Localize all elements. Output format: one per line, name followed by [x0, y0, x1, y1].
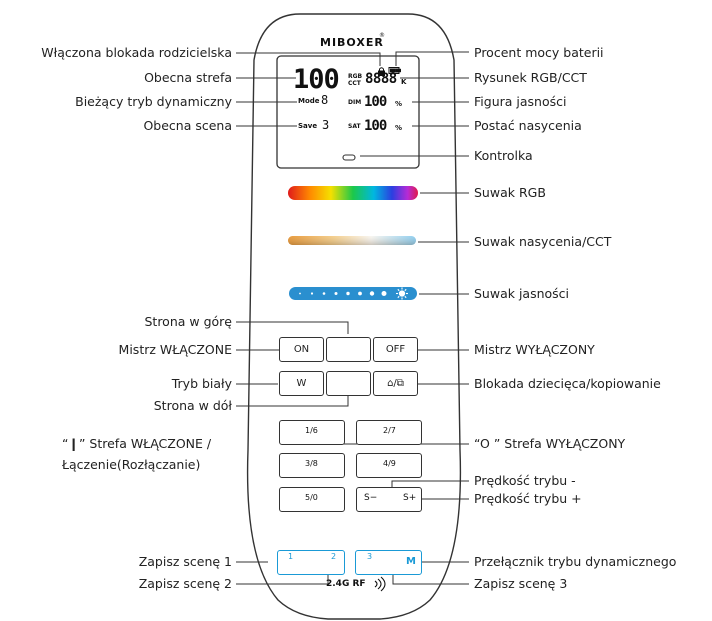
leader-lines	[236, 51, 469, 585]
label-brightness-figure: Figura jasności	[474, 94, 567, 109]
label-rgb-slider: Suwak RGB	[474, 185, 546, 200]
label-zone-off: “O ” Strefa WYŁĄCZONY	[474, 436, 626, 451]
save-scene-1-2-button[interactable]	[277, 550, 345, 575]
rf-signal-icon	[374, 576, 386, 592]
label-battery-percent: Procent mocy baterii	[474, 45, 604, 60]
zone-2-7-button[interactable]	[356, 420, 422, 445]
lcd-cct-label: CCT	[348, 80, 361, 87]
save-3-label: 3	[367, 552, 373, 561]
page-up-button[interactable]	[326, 337, 371, 362]
speed-plus-label: S+	[403, 493, 417, 503]
padlock-icon	[378, 67, 385, 76]
lcd-window	[276, 55, 420, 169]
lcd-zone-number: 100	[293, 64, 340, 95]
label-master-off: Mistrz WYŁĄCZONY	[474, 342, 595, 357]
save-2-label: 2	[331, 552, 337, 561]
lcd-sat-unit: %	[395, 124, 403, 132]
brand-logo: MIBOXER	[320, 36, 384, 49]
lcd-save-value: 3	[322, 118, 330, 132]
zone-1-6-button[interactable]	[279, 420, 345, 445]
zone-5-0-button[interactable]	[279, 487, 345, 512]
label-saturation-figure: Postać nasycenia	[474, 118, 582, 133]
label-white-mode: Tryb biały	[171, 376, 232, 391]
footer-rf-label: 2.4G RF	[326, 579, 366, 589]
indicator-led	[342, 154, 356, 161]
zone-2-7-label: 2/7	[383, 426, 396, 435]
lcd-mode-value: 8	[321, 93, 329, 107]
brightness-slider[interactable]	[289, 287, 417, 300]
label-page-down: Strona w dół	[153, 398, 232, 413]
zone-3-8-label: 3/8	[305, 459, 318, 468]
registered-mark: ®	[379, 32, 385, 39]
lcd-save-label: Save	[298, 122, 318, 130]
child-lock-copy-button[interactable]: ⌂/⧉	[373, 371, 418, 396]
label-save-scene-3: Zapisz scenę 3	[474, 576, 568, 591]
brightness-dots	[299, 291, 387, 296]
lcd-sat-value: 100	[364, 118, 387, 134]
label-zone-on-line2: Łączenie(Rozłączanie)	[62, 457, 201, 472]
page-down-button[interactable]	[326, 371, 371, 396]
label-sat-cct-slider: Suwak nasycenia/CCT	[474, 234, 612, 249]
master-off-button[interactable]: OFF	[373, 337, 418, 362]
label-current-zone: Obecna strefa	[144, 70, 232, 85]
label-indicator: Kontrolka	[474, 148, 533, 163]
label-master-on: Mistrz WŁĄCZONE	[118, 342, 232, 357]
lcd-mode-label: Mode	[298, 97, 320, 105]
lcd-dim-label: DIM	[348, 99, 362, 106]
save-scene-3-mode-button[interactable]	[355, 550, 422, 575]
master-on-button[interactable]: ON	[279, 337, 324, 362]
white-mode-button[interactable]: W	[279, 371, 324, 396]
label-save-scene-2: Zapisz scenę 2	[138, 576, 232, 591]
lcd-rgb-label: RGB	[348, 73, 363, 80]
remote-outline	[246, 13, 462, 620]
label-current-scene: Obecna scena	[143, 118, 232, 133]
zone-4-9-label: 4/9	[383, 459, 396, 468]
speed-minus-label: S−	[364, 493, 378, 503]
label-zone-on-line1: “❙” Strefa WŁĄCZONE /	[62, 436, 212, 451]
zone-5-0-label: 5/0	[305, 493, 318, 502]
label-dynamic-mode-switch: Przełącznik trybu dynamicznego	[474, 554, 677, 569]
sat-cct-slider-shade	[288, 236, 416, 245]
speed-button[interactable]	[356, 487, 422, 512]
lcd-sat-label: SAT	[348, 123, 361, 130]
label-rgbcct-figure: Rysunek RGB/CCT	[474, 70, 587, 85]
battery-icon	[388, 67, 401, 74]
mode-label: M	[406, 556, 416, 567]
rgb-slider[interactable]	[288, 186, 418, 200]
label-brightness-slider: Suwak jasności	[474, 286, 570, 301]
lcd-dim-value: 100	[364, 94, 387, 110]
lcd-rgbcct-value: 8888	[365, 71, 397, 87]
label-speed-plus: Prędkość trybu +	[474, 491, 582, 506]
label-parental-lock: Włączona blokada rodzicielska	[41, 45, 232, 60]
label-save-scene-1: Zapisz scenę 1	[138, 554, 232, 569]
label-child-lock-copy: Blokada dziecięca/kopiowanie	[474, 376, 661, 391]
lcd-dim-unit: %	[395, 100, 403, 108]
zone-3-8-button[interactable]	[279, 453, 345, 478]
zone-1-6-label: 1/6	[305, 426, 318, 435]
lcd-rgbcct-unit: K	[401, 78, 407, 86]
label-page-up: Strona w górę	[144, 314, 232, 329]
label-speed-minus: Prędkość trybu -	[474, 473, 576, 488]
label-current-dynamic-mode: Bieżący tryb dynamiczny	[75, 94, 232, 109]
zone-4-9-button[interactable]	[356, 453, 422, 478]
sun-icon	[396, 287, 408, 300]
save-1-label: 1	[288, 552, 294, 561]
